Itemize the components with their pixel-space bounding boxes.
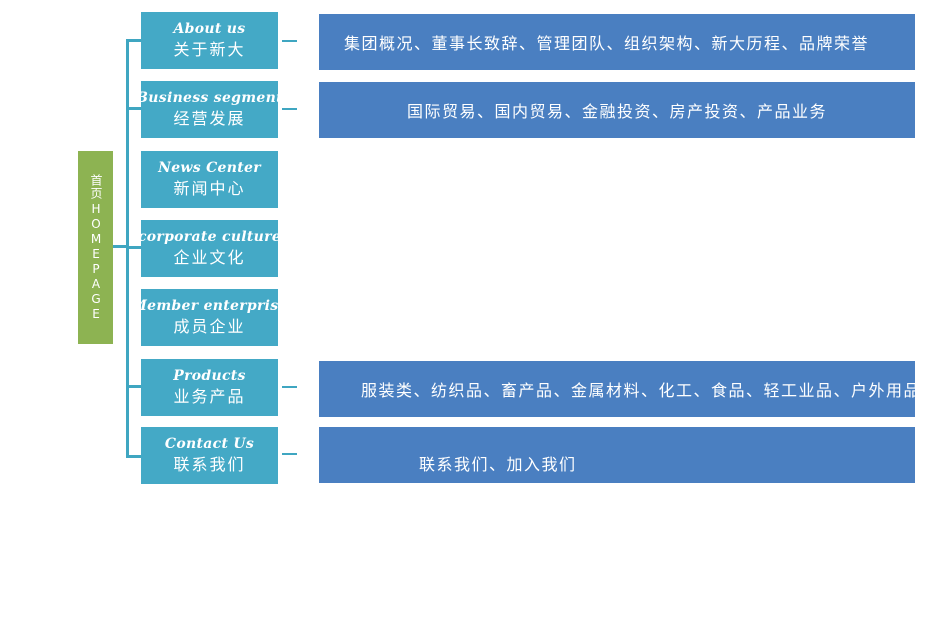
nav-products-zh: 业务产品 xyxy=(173,387,246,406)
detail-connector-products xyxy=(282,386,297,388)
detail-business-segment[interactable]: 国际贸易、国内贸易、金融投资、房产投资、产品业务 xyxy=(319,82,915,138)
detail-products[interactable]: 服装类、纺织品、畜产品、金属材料、化工、食品、轻工业品、户外用品 xyxy=(319,361,920,417)
nav-contact-us-en: Contact Us xyxy=(164,436,255,452)
detail-contact-us[interactable]: 联系我们、加入我们 xyxy=(319,427,915,483)
nav-corporate-culture-zh: 企业文化 xyxy=(173,248,246,267)
nav-member-enterprise-en: Member enterprise xyxy=(131,298,288,314)
homepage-label-en: HOMEPAGE xyxy=(89,201,103,322)
detail-about-us[interactable]: 集团概况、董事长致辞、管理团队、组织架构、新大历程、品牌荣誉 xyxy=(319,14,915,70)
branch-line-products xyxy=(126,385,141,388)
nav-news-center-en: News Center xyxy=(158,160,261,176)
nav-corporate-culture[interactable]: corporate culture 企业文化 xyxy=(137,220,282,277)
branch-line-culture xyxy=(126,246,141,249)
nav-member-enterprise[interactable]: Member enterprise 成员企业 xyxy=(131,289,287,346)
nav-about-us-zh: 关于新大 xyxy=(173,40,246,59)
nav-contact-us-zh: 联系我们 xyxy=(173,455,246,474)
detail-connector-contact xyxy=(282,453,297,455)
nav-news-center-zh: 新闻中心 xyxy=(173,179,246,198)
detail-business-segment-text: 国际贸易、国内贸易、金融投资、房产投资、产品业务 xyxy=(407,102,828,121)
nav-products-en: Products xyxy=(173,368,246,384)
branch-line-about xyxy=(126,39,141,42)
nav-about-us-en: About us xyxy=(173,21,246,37)
nav-products[interactable]: Products 业务产品 xyxy=(141,359,278,416)
detail-contact-us-text: 联系我们、加入我们 xyxy=(419,455,577,474)
root-connector xyxy=(113,245,128,248)
detail-connector-about xyxy=(282,40,297,42)
nav-business-segment-zh: 经营发展 xyxy=(173,109,246,128)
nav-news-center[interactable]: News Center 新闻中心 xyxy=(141,151,278,208)
nav-business-segment[interactable]: Business segment 经营发展 xyxy=(136,81,283,138)
branch-line-business xyxy=(126,107,141,110)
nav-member-enterprise-zh: 成员企业 xyxy=(173,317,246,336)
homepage-label-zh: 首页 xyxy=(89,173,103,200)
nav-contact-us[interactable]: Contact Us 联系我们 xyxy=(141,427,278,484)
homepage-node[interactable]: 首页 HOMEPAGE xyxy=(78,151,113,344)
branch-line-contact xyxy=(126,455,141,458)
detail-about-us-text: 集团概况、董事长致辞、管理团队、组织架构、新大历程、品牌荣誉 xyxy=(344,34,870,53)
nav-corporate-culture-en: corporate culture xyxy=(137,229,282,245)
detail-products-text: 服装类、纺织品、畜产品、金属材料、化工、食品、轻工业品、户外用品 xyxy=(361,381,922,400)
nav-about-us[interactable]: About us 关于新大 xyxy=(141,12,278,69)
nav-business-segment-en: Business segment xyxy=(136,90,283,106)
detail-connector-business xyxy=(282,108,297,110)
